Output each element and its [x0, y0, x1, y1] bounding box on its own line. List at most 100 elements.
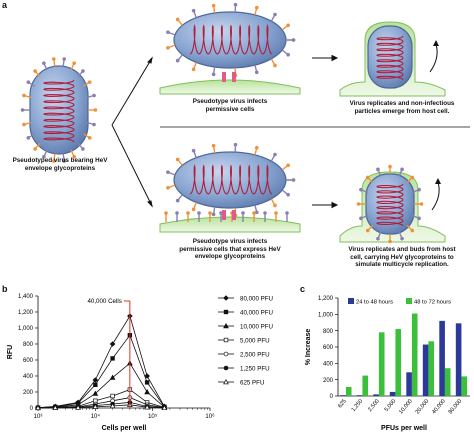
glycoprotein-head: [286, 23, 290, 28]
bar-48-72h: [444, 368, 451, 396]
y-tick-label: 200: [323, 378, 334, 384]
glycoprotein-head: [72, 61, 76, 65]
bar-24-48h: [356, 395, 363, 396]
data-point: [223, 295, 229, 301]
glycoprotein-head: [81, 147, 85, 151]
series-80000pfu: [35, 313, 168, 411]
data-point: [144, 388, 151, 395]
glycoprotein-head: [87, 80, 92, 84]
glycoprotein-head: [166, 170, 170, 175]
glycoprotein-head: [254, 210, 259, 215]
data-point: [35, 404, 41, 411]
glycoprotein-head: [376, 167, 380, 172]
x-tick-label: 10⁴: [91, 413, 101, 420]
glycoprotein-head: [419, 202, 424, 206]
bar-24-48h: [406, 372, 412, 396]
legend-label: 10,000 PFU: [240, 323, 273, 330]
rna-coil: [42, 79, 75, 143]
x-tick-label: 10⁵: [148, 413, 158, 420]
x-tick-label: 1,250: [351, 398, 365, 413]
glycoprotein-head: [81, 69, 85, 73]
glycoprotein-head: [254, 70, 259, 75]
data-point: [223, 322, 229, 329]
glycoprotein-head: [52, 159, 56, 163]
caption-line: Pseudotype virus infects: [192, 238, 268, 245]
caption-line: Virus replicates and non-infectious: [349, 100, 455, 107]
bar-24-48h: [439, 320, 445, 396]
glycoprotein-head: [291, 178, 296, 182]
data-point: [223, 309, 229, 315]
budding-scene-top: [339, 21, 446, 97]
x-tick-label: 625: [337, 398, 348, 409]
glycoprotein-head: [417, 187, 421, 192]
y-tick-label: 600: [23, 358, 34, 364]
glycoprotein-head: [273, 12, 277, 17]
receptor: [222, 210, 236, 220]
glycoprotein-head: [388, 164, 392, 169]
glycoprotein-head: [175, 17, 180, 22]
glycoprotein-head: [191, 207, 196, 212]
glycoprotein-head: [254, 145, 259, 150]
glycoprotein-head: [93, 108, 98, 112]
data-point: [110, 393, 115, 399]
bar-48-72h: [395, 329, 402, 396]
legend-label: 5,000 PFU: [240, 337, 270, 344]
cell-glycoprotein-head: [219, 211, 223, 215]
series-40000pfu: [35, 333, 167, 410]
legend-label: 2,500 PFU: [240, 351, 270, 358]
legend-label: 80,000 PFU: [240, 295, 273, 302]
data-point: [223, 378, 229, 385]
y-tick-label: 600: [323, 345, 334, 351]
glycoprotein-head: [273, 152, 277, 157]
bar-48-72h: [378, 332, 385, 396]
data-point: [92, 377, 99, 383]
glycoprotein-head: [33, 69, 37, 73]
x-tick-label: 10,000: [398, 398, 414, 415]
cell-glycoprotein-head: [285, 211, 289, 215]
glycoprotein-head: [42, 61, 46, 65]
data-point: [92, 403, 99, 409]
y-tick-label: 0: [30, 406, 34, 412]
glycoprotein-head: [286, 192, 290, 197]
glycoprotein-head: [166, 30, 170, 35]
data-point: [144, 380, 150, 385]
glycoprotein-head: [359, 187, 363, 192]
glycoprotein-head: [166, 185, 170, 190]
glycoprotein-head: [365, 175, 370, 180]
glycoprotein-head: [175, 58, 180, 63]
glycoprotein-head: [233, 2, 238, 7]
caption-line: particles emerge from host cell.: [354, 107, 450, 115]
data-point: [92, 390, 99, 396]
caption-line: simulate multicycle replication.: [355, 261, 449, 269]
legend-label: 1,250 PFU: [240, 365, 270, 372]
caption-line: permissive cells that express HeV: [179, 245, 281, 253]
x-tick-label: 40,000: [431, 398, 447, 415]
panel-c-letter: c: [300, 284, 306, 294]
caption-line: Pseudotype virus infects: [192, 98, 268, 105]
cell-glycoprotein-head: [208, 211, 212, 215]
cell-glycoprotein-head: [252, 211, 256, 215]
x-tick-label: 2,500: [367, 398, 381, 413]
cell-glycoprotein-head: [263, 211, 267, 215]
panel-b-letter: b: [2, 284, 8, 294]
bar-48-72h: [411, 313, 418, 396]
glycoprotein-head: [211, 143, 216, 148]
data-point: [110, 356, 115, 361]
data-point: [93, 382, 98, 387]
y-tick-label: 400: [323, 362, 334, 368]
budding-scene-bottom: [339, 164, 446, 244]
legend-label: 24 to 48 hours: [356, 300, 393, 306]
glycoprotein-head: [410, 175, 415, 180]
glycoprotein-head: [211, 3, 216, 8]
glycoprotein-head: [26, 136, 31, 140]
bottom-right-caption: Virus replicates and buds from host cell…: [332, 246, 472, 269]
y-tick-label: 200: [23, 390, 34, 396]
y-tick-label: 1,200: [318, 296, 334, 302]
rna-coil-path: [42, 79, 75, 143]
rna-coil-path: [189, 164, 273, 195]
infection-scene-top: [159, 2, 301, 95]
rna-coil-path: [376, 35, 404, 81]
glycoprotein-head: [254, 5, 259, 10]
glycoprotein-head: [410, 228, 415, 233]
